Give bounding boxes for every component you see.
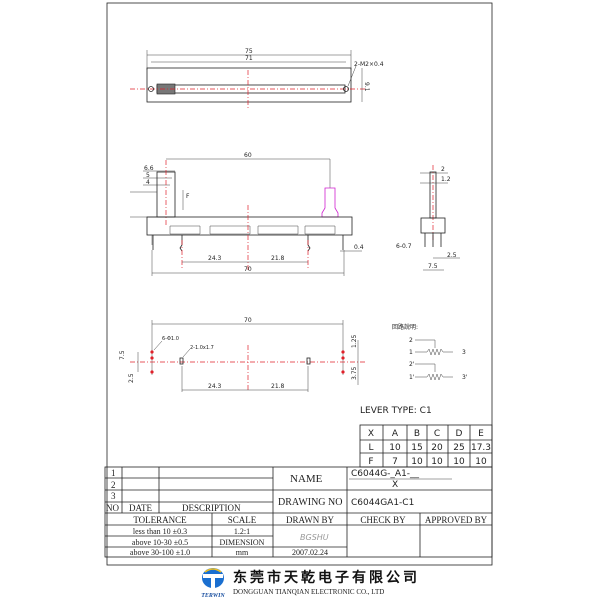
- drawing-frame: [106, 2, 493, 566]
- lever-header-a: A: [392, 429, 399, 439]
- top-view: 75 71 2-M2×0.4 9.1: [130, 48, 384, 108]
- side-view: 2 1.2 6-0.7 2.5 7.5: [396, 165, 460, 271]
- dimension-value: mm: [236, 548, 249, 557]
- dim-70-bottom: 70: [244, 317, 252, 324]
- lever-cell: F: [368, 457, 373, 467]
- lever-header-c: C: [434, 429, 440, 439]
- lever-cell: 10: [453, 457, 465, 467]
- rev-header-no: NO: [106, 503, 119, 513]
- dim-6-6: 6.6: [144, 165, 154, 172]
- circuit-diagram: 回路說明: 2 1 3 2' 1' 3': [392, 323, 468, 381]
- dim-6-0-7: 6-0.7: [396, 243, 412, 250]
- lever-type-title: LEVER TYPE: C1: [360, 406, 432, 416]
- lever-header-e: E: [478, 429, 484, 439]
- lever-cell: L: [368, 443, 373, 453]
- dim-24-3: 24.3: [208, 255, 222, 262]
- dim-2-5-bottom: 2.5: [128, 373, 135, 383]
- company-name-cn: 东莞市天乾电子有限公司: [233, 569, 420, 586]
- mount-note: 2-M2×0.4: [354, 61, 384, 68]
- lever-cell: 20: [431, 443, 443, 453]
- dim-75: 75: [245, 48, 253, 55]
- logo-text: TERWIN: [201, 593, 225, 599]
- mount-hole-right: [343, 86, 349, 92]
- dim-height: 9.1: [363, 82, 370, 92]
- tolerance-row: above 10-30 ±0.5: [132, 538, 188, 547]
- slot-note: 2-1.0x1.7: [190, 345, 214, 351]
- company-logo: TERWIN 东莞市天乾电子有限公司 DONGGUAN TIANQIAN ELE…: [201, 568, 420, 599]
- lever-header-b: B: [414, 429, 420, 439]
- lever-cell: 10: [431, 457, 443, 467]
- lever-cell: 10: [475, 457, 487, 467]
- rev-no-2: 2: [111, 480, 116, 490]
- mount-hole-left: [148, 86, 154, 92]
- dim-0-4: 0.4: [354, 244, 364, 251]
- pin-3: 3: [462, 349, 466, 356]
- pin-1: 1: [409, 349, 413, 356]
- rev-header-description: DESCRIPTION: [182, 503, 241, 513]
- potentiometer-symbol-a: [415, 339, 453, 356]
- circuit-title: 回路說明:: [392, 323, 418, 331]
- lever-cell: 25: [453, 443, 464, 453]
- potentiometer-symbol-b: [415, 363, 453, 381]
- lever-cell: 10: [411, 457, 423, 467]
- hole-note: 6-Φ1.0: [162, 336, 179, 342]
- lever-header-d: D: [456, 429, 463, 439]
- dim-f: F: [186, 193, 190, 200]
- dim-71: 71: [245, 55, 253, 62]
- slider-body: [146, 67, 352, 103]
- dim-7-5: 7.5: [428, 263, 438, 270]
- dim-3-75: 3.75: [351, 366, 358, 380]
- dim-70: 70: [244, 266, 252, 273]
- dim-60: 60: [244, 152, 252, 159]
- drawing-no-label: DRAWING NO: [278, 497, 342, 508]
- tolerance-row: less than 10 ±0.3: [133, 527, 187, 536]
- tolerance-label: TOLERANCE: [133, 515, 187, 525]
- pin-2: 2: [409, 337, 413, 344]
- pin-2-prime: 2': [409, 361, 415, 368]
- rev-no-3: 3: [111, 491, 116, 501]
- rev-header-date: DATE: [129, 503, 152, 513]
- dim-5: 5: [146, 172, 150, 179]
- scale-value: 1.2:1: [234, 527, 250, 536]
- date-value: 2007.02.24: [292, 548, 328, 557]
- lever-cell: 7: [392, 457, 398, 467]
- pin-1-prime: 1': [409, 374, 415, 381]
- bottom-view: 70 6-Φ1.0 2-1.0x1.7 24.3 21.8 7.5 2.5 1.…: [119, 317, 365, 392]
- approved-by-label: APPROVED BY: [425, 515, 488, 525]
- lever-cell: 10: [389, 443, 401, 453]
- lever-header-x: X: [368, 429, 374, 439]
- slider-body-front: [146, 216, 353, 236]
- company-name-en: DONGGUAN TIANQIAN ELECTRONIC CO., LTD: [233, 588, 384, 596]
- name-value: C6044G-_A1-__: [351, 469, 420, 479]
- lever-post: [321, 187, 339, 218]
- front-view: 60 6.6 5 4 F 24.3 21.8 70 0.4: [130, 152, 364, 276]
- dim-1-2: 1.2: [441, 176, 451, 183]
- drawn-by-value: BGSHU: [300, 533, 329, 542]
- dim-21-8-bottom: 21.8: [271, 383, 285, 390]
- dim-24-3-bottom: 24.3: [208, 383, 222, 390]
- dim-21-8: 21.8: [271, 255, 285, 262]
- scale-label: SCALE: [228, 515, 257, 525]
- name-label: NAME: [290, 473, 323, 485]
- slot-right: [306, 357, 311, 365]
- drawing-no-value: C6044GA1-C1: [351, 498, 414, 508]
- lever-cell: 15: [411, 443, 422, 453]
- dim-7-5-bottom: 7.5: [119, 350, 126, 360]
- title-block: 1 2 3 NO DATE DESCRIPTION NAME C6044G-_A…: [104, 466, 493, 558]
- lever-cell: 17.3: [471, 443, 491, 453]
- dim-2: 2: [441, 166, 445, 173]
- dimension-label: DIMENSION: [220, 538, 265, 547]
- pin-3-prime: 3': [462, 374, 468, 381]
- tolerance-row: above 30-100 ±1.0: [130, 548, 190, 557]
- dim-2-5: 2.5: [447, 252, 457, 259]
- slot-left: [179, 357, 184, 365]
- drawn-by-label: DRAWN BY: [286, 515, 335, 525]
- rev-no-1: 1: [111, 468, 116, 478]
- dim-1-25: 1.25: [351, 334, 358, 348]
- lever-table: X A B C D E L 10 15 20 25 17.3 F 7 10 10…: [359, 424, 493, 468]
- name-sub: X: [392, 480, 398, 490]
- check-by-label: CHECK BY: [360, 515, 406, 525]
- dim-4: 4: [146, 179, 150, 186]
